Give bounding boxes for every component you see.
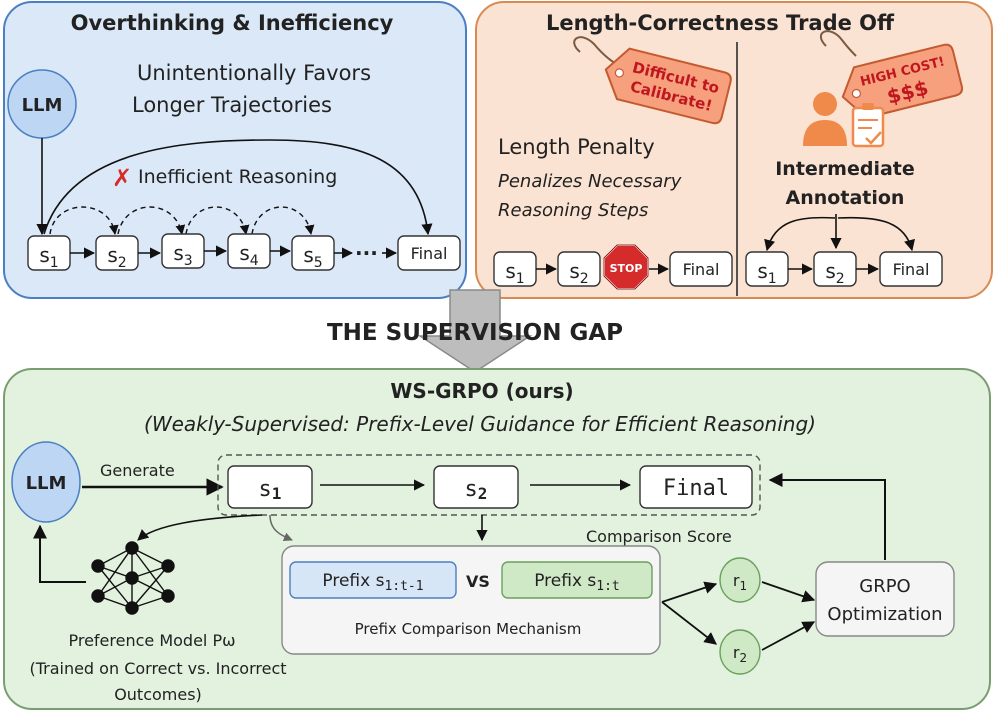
generate-label: Generate bbox=[100, 461, 175, 480]
annotation-line2: Annotation bbox=[786, 187, 905, 209]
svg-text:Prefix s1:t-1: Prefix s1:t-1 bbox=[322, 571, 423, 594]
step-box-s3: s3 bbox=[161, 233, 205, 269]
prefix-comparison-box: Prefix s1:t-1 VS Prefix s1:t Prefix Comp… bbox=[281, 545, 661, 655]
panel-wsgrpo: WS-GRPO (ours) (Weakly-Supervised: Prefi… bbox=[3, 368, 991, 710]
ellipsis: ··· bbox=[355, 241, 378, 265]
penalty-desc-line2: Reasoning Steps bbox=[498, 200, 648, 221]
penalty-final-box: Final bbox=[669, 251, 733, 287]
grpo-optimization-box: GRPO Optimization bbox=[815, 561, 955, 637]
penalty-chain: s1 s2 STOP Final bbox=[493, 244, 733, 290]
svg-text:s1: s1 bbox=[757, 259, 776, 287]
favors-text-line2: Longer Trajectories bbox=[132, 93, 332, 117]
inefficient-arc bbox=[43, 139, 433, 236]
llm-label: LLM bbox=[22, 95, 63, 116]
prefix-left-box bbox=[289, 561, 457, 599]
step-box-s5: s5 bbox=[291, 235, 335, 271]
length-penalty-label: Length Penalty bbox=[498, 135, 655, 159]
reward-r1-node: r1 bbox=[719, 557, 761, 603]
step-s4-sub: 4 bbox=[250, 253, 259, 269]
step-s4-letter: s bbox=[239, 241, 249, 265]
favors-text-line1: Unintentionally Favors bbox=[137, 61, 371, 85]
step-box-s4: s4 bbox=[227, 233, 271, 269]
annotation-chain: s1 s2 Final bbox=[745, 214, 943, 287]
svg-text:s1: s1 bbox=[259, 477, 282, 503]
wsgrpo-llm-node: LLM bbox=[11, 441, 81, 523]
final-box: Final bbox=[397, 235, 461, 271]
step-box-s1: s1 bbox=[27, 235, 71, 271]
supervision-gap-title: THE SUPERVISION GAP bbox=[327, 320, 623, 346]
final-label: Final bbox=[411, 244, 448, 263]
step-s5-letter: s bbox=[303, 243, 313, 267]
comparison-score-label: Comparison Score bbox=[586, 527, 732, 546]
reward-r2-node: r2 bbox=[719, 629, 761, 675]
step-s2-letter: s bbox=[107, 243, 117, 267]
svg-text:s2: s2 bbox=[825, 259, 844, 287]
penalty-step-s1: s1 bbox=[493, 251, 537, 287]
panel-tradeoff: Length-Correctness Trade Off Difficult t… bbox=[475, 1, 993, 299]
wsgrpo-llm-label: LLM bbox=[26, 473, 67, 494]
wsgrpo-step-s1: s1 bbox=[227, 465, 313, 509]
grpo-feedback-arrow bbox=[768, 473, 886, 560]
grpo-line2: Optimization bbox=[827, 604, 942, 625]
panel-overthinking-title: Overthinking & Inefficiency bbox=[71, 11, 394, 35]
svg-text:s5: s5 bbox=[303, 243, 322, 271]
svg-text:s2: s2 bbox=[107, 243, 126, 271]
preference-model-label: Preference Model Pω bbox=[68, 631, 235, 650]
panel-overthinking: Overthinking & Inefficiency LLM Unintent… bbox=[3, 1, 467, 299]
annotation-step-s1: s1 bbox=[745, 251, 789, 287]
prefix-left-label: Prefix s bbox=[322, 571, 384, 591]
cross-mark-icon: ✗ bbox=[112, 164, 132, 192]
svg-text:Final: Final bbox=[683, 260, 720, 279]
prefix-right-label: Prefix s bbox=[534, 571, 596, 591]
svg-text:s3: s3 bbox=[173, 241, 192, 269]
wsgrpo-final-box: Final bbox=[639, 465, 753, 509]
annotator-person-icon bbox=[803, 92, 885, 148]
wsgrpo-final-label: Final bbox=[663, 476, 729, 501]
svg-text:s1: s1 bbox=[39, 243, 58, 271]
stop-sign-icon: STOP bbox=[603, 244, 649, 290]
trajectory-container bbox=[217, 454, 761, 516]
svg-text:s2: s2 bbox=[465, 477, 488, 503]
svg-text:r2: r2 bbox=[733, 643, 747, 665]
stop-sign-label: STOP bbox=[610, 262, 643, 275]
prefix-right-sub: 1:t bbox=[596, 579, 619, 594]
panel-tradeoff-title: Length-Correctness Trade Off bbox=[546, 11, 895, 35]
prefix-left-sub: 1:t-1 bbox=[384, 579, 423, 594]
grpo-line1: GRPO bbox=[859, 576, 910, 597]
penalty-desc-line1: Penalizes Necessary bbox=[498, 171, 682, 192]
tag-high-cost-icon: HIGH COST! $$$ bbox=[819, 30, 964, 119]
svg-text:s1: s1 bbox=[505, 259, 524, 287]
vs-label: VS bbox=[466, 572, 490, 591]
step-box-s2: s2 bbox=[95, 235, 139, 271]
overthinking-steps: s1 s2 s3 s4 s5 ··· bbox=[27, 233, 461, 271]
step-s2-sub: 2 bbox=[118, 255, 127, 271]
wsgrpo-subtitle: (Weakly-Supervised: Prefix-Level Guidanc… bbox=[144, 412, 816, 436]
step-s1-sub: 1 bbox=[50, 255, 59, 271]
preference-model-network-icon bbox=[91, 541, 175, 615]
step-s5-sub: 5 bbox=[314, 255, 323, 271]
wsgrpo-step-s2: s2 bbox=[433, 465, 519, 509]
inefficient-label: Inefficient Reasoning bbox=[138, 166, 337, 188]
penalty-step-s2: s2 bbox=[557, 251, 601, 287]
step-s1-letter: s bbox=[39, 243, 49, 267]
dashed-loops bbox=[49, 206, 315, 235]
preference-desc-line1: (Trained on Correct vs. Incorrect bbox=[29, 659, 286, 678]
step-s3-letter: s bbox=[173, 241, 183, 265]
llm-node: LLM bbox=[7, 69, 77, 139]
mechanism-label: Prefix Comparison Mechanism bbox=[355, 620, 582, 638]
svg-text:s2: s2 bbox=[569, 259, 588, 287]
svg-text:r1: r1 bbox=[733, 571, 747, 593]
svg-text:Final: Final bbox=[893, 260, 930, 279]
svg-text:Prefix s1:t: Prefix s1:t bbox=[534, 571, 620, 594]
step-s3-sub: 3 bbox=[184, 253, 193, 269]
annotation-final-box: Final bbox=[879, 251, 943, 287]
supervision-gap-arrow bbox=[417, 289, 533, 373]
wsgrpo-title: WS-GRPO (ours) bbox=[390, 379, 573, 403]
prefix-right-box bbox=[501, 561, 653, 599]
annotation-step-s2: s2 bbox=[813, 251, 857, 287]
annotation-line1: Intermediate bbox=[775, 158, 915, 180]
preference-desc-line2: Outcomes) bbox=[114, 685, 202, 704]
svg-text:s4: s4 bbox=[239, 241, 258, 269]
